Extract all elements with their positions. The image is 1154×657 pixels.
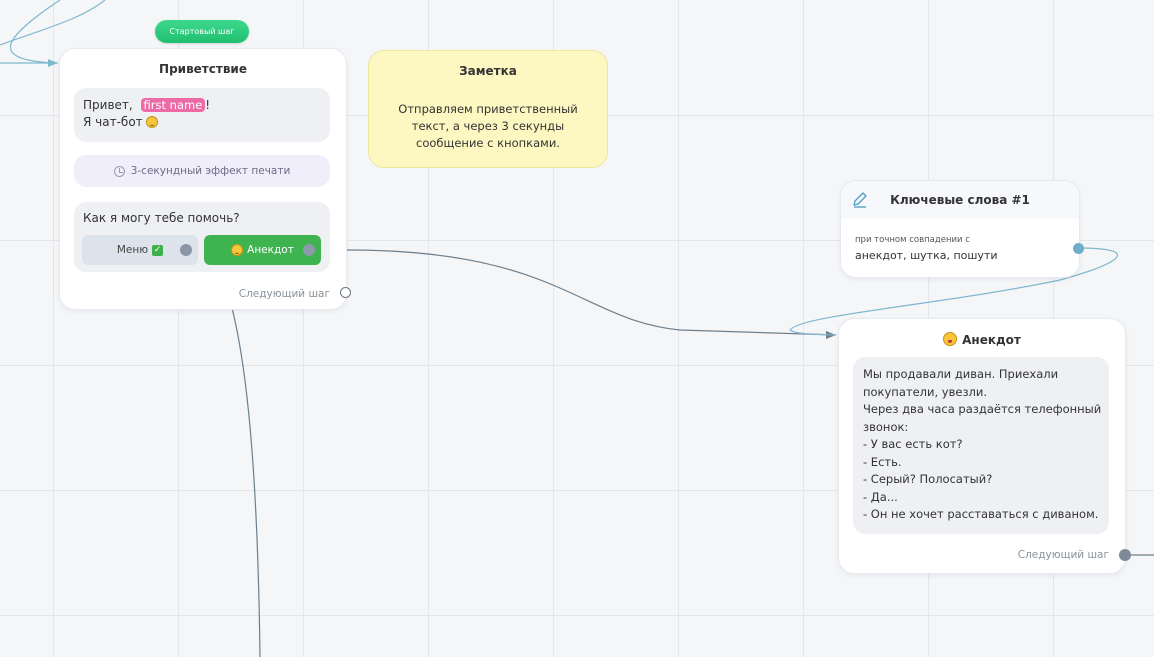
- incoming-arrow-icon: [48, 59, 58, 67]
- clock-icon: [113, 165, 125, 177]
- typing-effect-label: 3-секундный эффект печати: [130, 165, 291, 177]
- joke-line: покупатели, увезли.: [863, 384, 988, 399]
- start-step-badge: Стартовый шаг: [155, 20, 249, 43]
- smile-emoji-icon: [146, 116, 159, 128]
- menu-button-label: Меню: [116, 243, 149, 256]
- joke-line: Через два часа раздаётся телефонный: [863, 402, 1102, 416]
- joke-button-port[interactable]: [303, 244, 315, 256]
- incoming-curve: [0, 0, 106, 46]
- first-name-variable-chip: first name: [140, 98, 206, 112]
- keywords-output-port[interactable]: [1073, 243, 1084, 254]
- joke-line: звонок:: [863, 419, 909, 434]
- typing-effect-block[interactable]: 3-секундный эффект печати: [74, 155, 330, 187]
- joke-button[interactable]: Анекдот: [204, 235, 321, 265]
- joke-step-node[interactable]: Анекдот Мы продавали диван. Приехали пок…: [838, 318, 1131, 574]
- question-message-bubble[interactable]: Как я могу тебе помочь? Меню ✓ Анекдот: [74, 202, 330, 272]
- greeting-next-step-port[interactable]: [340, 287, 351, 298]
- joke-line: Мы продавали диван. Приехали: [863, 367, 1059, 381]
- note-text: Отправляем приветственный текст, а через…: [398, 102, 578, 150]
- menu-button-port[interactable]: [180, 244, 192, 256]
- check-mark-icon: ✓: [152, 244, 164, 256]
- joke-message-bubble[interactable]: Мы продавали диван. Приехали покупатели,…: [853, 357, 1109, 534]
- greeting-suffix: !: [205, 98, 211, 112]
- joke-line: - Серый? Полосатый?: [863, 472, 993, 486]
- tongue-face-icon: [943, 332, 958, 346]
- keywords-header: [841, 181, 1079, 219]
- joke-next-step-port[interactable]: [1119, 549, 1131, 561]
- greeting-prefix: Привет,: [83, 98, 133, 112]
- link-greeting-to-joke: [346, 249, 837, 336]
- incoming-curve-2: [9, 0, 61, 64]
- note-title: Заметка: [459, 64, 517, 78]
- link-next-step-down: [231, 307, 261, 657]
- keywords-list: анекдот, шутка, пошути: [855, 249, 998, 262]
- joke-title: Анекдот: [839, 332, 1125, 347]
- greeting-next-step-label: Следующий шаг: [238, 288, 330, 300]
- note-card[interactable]: Заметка Отправляем приветственный текст,…: [368, 50, 608, 168]
- joke-button-label: Анекдот: [247, 243, 294, 256]
- joke-line: - У вас есть кот?: [863, 437, 963, 451]
- joke-line: - Он не хочет расставаться с диваном.: [863, 507, 1099, 521]
- keywords-title: Ключевые слова #1: [890, 193, 1030, 207]
- joke-line: - Да...: [863, 489, 898, 504]
- menu-button[interactable]: Меню ✓: [82, 235, 198, 265]
- keywords-trigger-node[interactable]: Ключевые слова #1 при точном совпадении …: [840, 180, 1084, 278]
- greeting-step-node[interactable]: Приветствие Привет, first name! Я чат-бо…: [59, 48, 351, 310]
- tongue-face-icon: [231, 244, 244, 256]
- question-text: Как я могу тебе помочь?: [83, 211, 240, 225]
- joke-line: - Есть.: [863, 454, 902, 469]
- joke-next-step-label: Следующий шаг: [1017, 549, 1109, 561]
- joke-title-text: Анекдот: [962, 333, 1021, 347]
- joke-arrow-icon: [826, 331, 836, 339]
- pencil-icon: [853, 192, 867, 208]
- greeting-line2: Я чат-бот: [83, 115, 143, 129]
- keywords-caption: при точном совпадении с: [855, 235, 970, 245]
- greeting-title: Приветствие: [159, 62, 247, 76]
- greeting-message-bubble[interactable]: Привет, first name! Я чат-бот: [74, 88, 330, 142]
